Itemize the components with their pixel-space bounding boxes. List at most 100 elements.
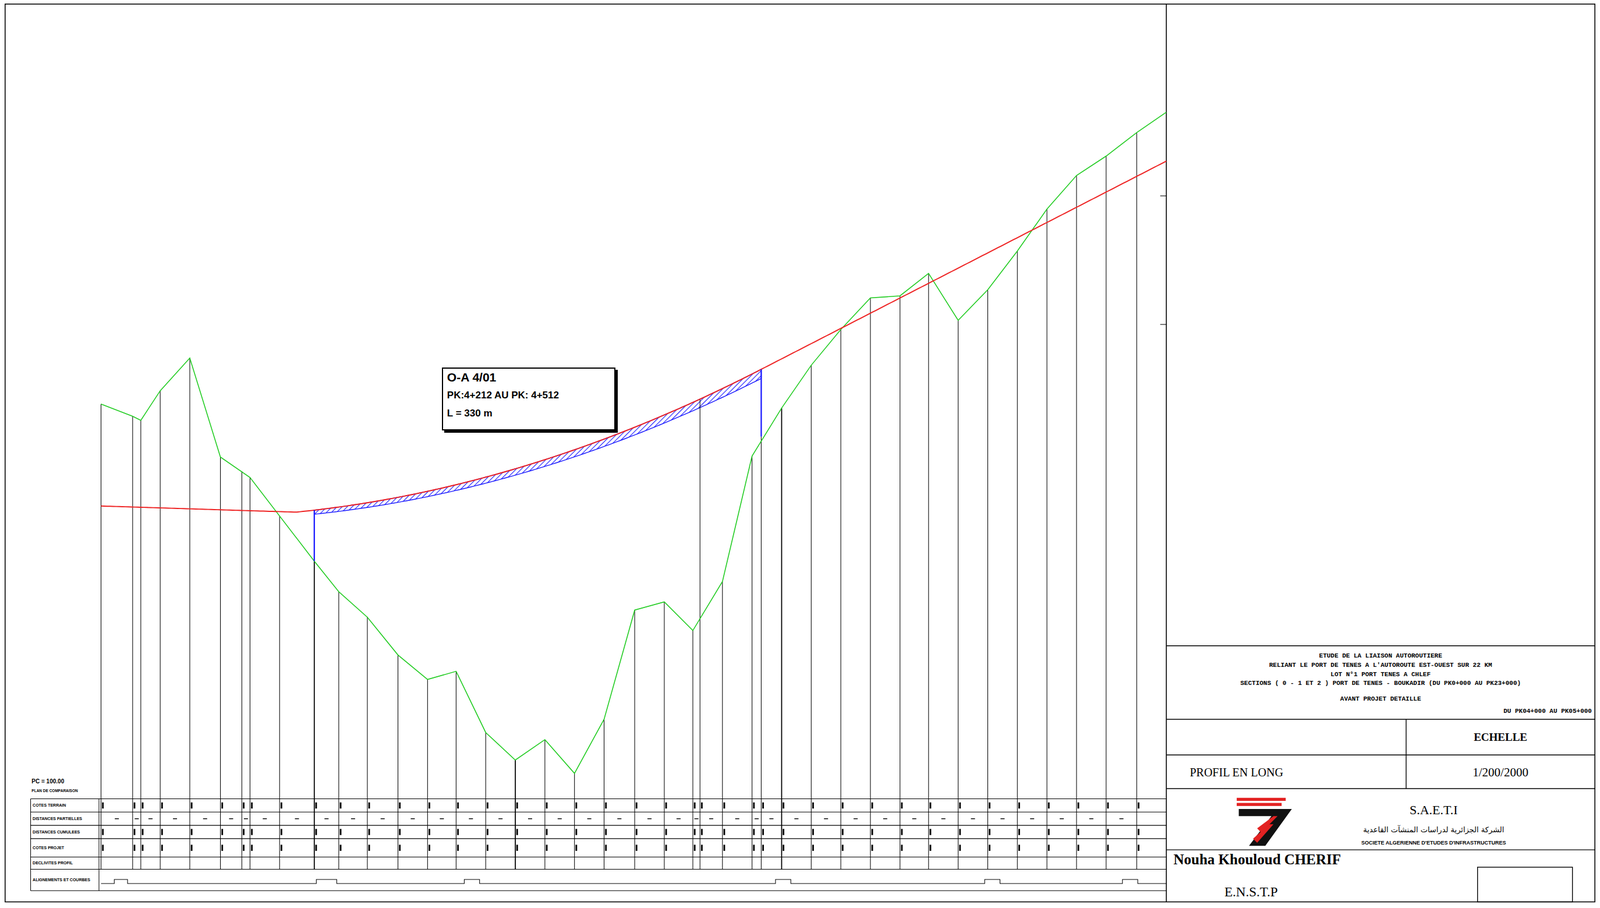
value-mark (315, 802, 318, 809)
value-mark (958, 828, 961, 835)
station-line (249, 477, 251, 870)
value-mark (604, 844, 607, 851)
value-mark (242, 844, 245, 851)
cell-text: DU PK04+000 AU PK05+000 (1169, 707, 1592, 715)
distance-mark (557, 818, 562, 819)
value-mark (1048, 828, 1050, 835)
project-title-cell: ETUDE DE LA LIAISON AUTOROUTIERERELIANT … (1166, 645, 1595, 720)
value-mark (142, 802, 144, 809)
cell-text: S.A.E.T.I (1316, 802, 1552, 817)
distance-mark (528, 818, 533, 819)
value-mark (929, 828, 932, 835)
distance-mark (498, 818, 503, 819)
value-mark (486, 828, 489, 835)
structure-callout: O-A 4/01PK:4+212 AU PK: 4+512L = 330 m (441, 367, 616, 431)
value-mark (1048, 802, 1050, 809)
value-mark (398, 802, 401, 809)
distance-mark (1000, 818, 1005, 819)
value-mark (901, 828, 904, 835)
value-mark (190, 802, 193, 809)
table-row-label: ALIGNEMENTS ET COURBES (32, 877, 98, 883)
station-line (427, 679, 428, 870)
cell-text: PK:4+212 AU PK: 4+512 (447, 389, 614, 402)
distance-mark (587, 818, 592, 819)
value-mark (242, 828, 245, 835)
value-mark (575, 844, 578, 851)
distance-mark (1059, 818, 1064, 819)
value-mark (841, 828, 844, 835)
value-mark (694, 802, 696, 809)
station-line (987, 289, 989, 869)
value-mark (280, 802, 283, 809)
value-mark (221, 844, 223, 851)
abutment-line (313, 510, 315, 561)
value-mark (315, 844, 318, 851)
value-mark (812, 844, 814, 851)
cell-text: AVANT PROJET DETAILLE (1169, 695, 1592, 703)
value-mark (901, 844, 904, 851)
station-line (663, 601, 665, 869)
cell-text: الشركة الجزائرية لدراسات المنشآت القاعدي… (1311, 825, 1557, 835)
value-mark (665, 828, 668, 835)
value-mark (723, 802, 726, 809)
value-mark (1018, 844, 1021, 851)
value-mark (280, 828, 283, 835)
station-line (455, 671, 457, 870)
station-line (1017, 250, 1018, 870)
axis-tick (1160, 324, 1167, 325)
value-mark (546, 844, 548, 851)
value-mark (250, 844, 253, 851)
station-line (140, 420, 141, 870)
value-mark (486, 844, 489, 851)
station-line (760, 436, 762, 870)
value-mark (723, 828, 726, 835)
distance-mark (380, 818, 385, 819)
value-mark (1018, 828, 1021, 835)
value-mark (1077, 802, 1080, 809)
title-block-border (1165, 4, 1167, 902)
scale-value-cell: 1/200/2000 (1406, 754, 1595, 789)
station-line (366, 617, 368, 870)
title-cell-line (1405, 719, 1407, 789)
distance-mark (439, 818, 444, 819)
distance-mark (262, 818, 267, 819)
value-mark (701, 844, 703, 851)
logo-bar (1236, 802, 1282, 806)
cell-text: SOCIETE ALGERIENNE D'ETUDES D'INFRASTRUC… (1311, 839, 1557, 846)
distance-mark (351, 818, 356, 819)
value-mark (428, 802, 431, 809)
value-mark (635, 802, 638, 809)
table-row-label: COTES PROJET (32, 845, 98, 851)
station-line (957, 320, 959, 869)
distance-mark (647, 818, 652, 819)
value-mark (250, 828, 253, 835)
station-line (241, 471, 243, 869)
value-mark (546, 802, 548, 809)
table-row-line (30, 856, 1167, 858)
table-row-label: COTES TERRAIN (32, 802, 98, 808)
value-mark (161, 802, 164, 809)
station-line (928, 273, 929, 869)
value-mark (516, 828, 519, 835)
value-mark (701, 828, 703, 835)
title-cell-line (1166, 718, 1595, 720)
station-line (781, 408, 783, 870)
value-mark (340, 844, 342, 851)
value-mark (841, 844, 844, 851)
distance-mark (410, 818, 415, 819)
distance-mark (853, 818, 858, 819)
value-mark (988, 828, 991, 835)
distance-mark (114, 818, 119, 819)
cell-text: LOT N°1 PORT TENES A CHLEF (1169, 670, 1592, 679)
abutment-line (760, 369, 762, 437)
value-mark (762, 802, 764, 809)
value-mark (752, 802, 755, 809)
value-mark (133, 828, 136, 835)
distance-mark (941, 818, 946, 819)
value-mark (762, 844, 764, 851)
station-line (603, 719, 605, 869)
value-mark (516, 802, 519, 809)
station-line (692, 630, 693, 870)
station-line (100, 404, 102, 870)
